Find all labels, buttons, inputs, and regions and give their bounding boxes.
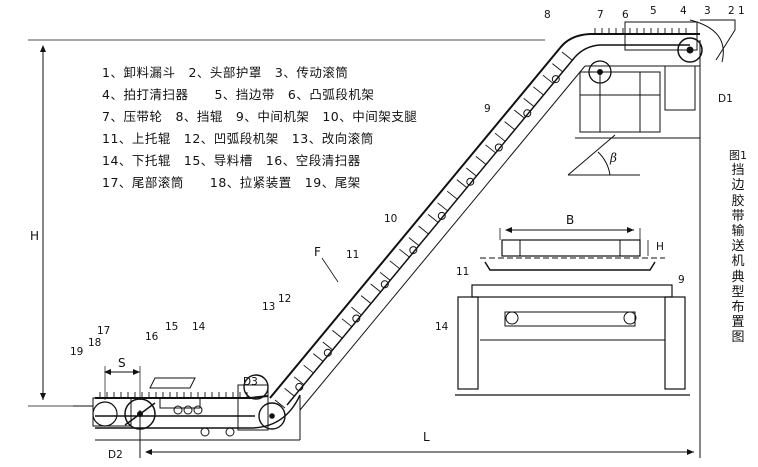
callout-n7: 7 xyxy=(597,9,604,21)
callout-n5: 5 xyxy=(650,5,657,17)
callout-n16: 16 xyxy=(145,331,159,343)
legend-line-4: 11、上托辊 12、凹弧段机架 13、改向滚筒 xyxy=(102,131,374,146)
bend-drum xyxy=(243,374,286,430)
s-dimension xyxy=(104,366,141,400)
idler-roller xyxy=(352,314,361,323)
idler-roller xyxy=(551,75,560,84)
callout-n4: 4 xyxy=(680,5,687,17)
callout-n15: 15 xyxy=(165,321,178,333)
idler-roller xyxy=(494,143,503,152)
tail-section xyxy=(73,377,301,441)
callout-n3: 3 xyxy=(704,5,711,17)
head-section xyxy=(575,19,736,139)
width-b-label: B xyxy=(566,213,574,227)
callout-n9: 9 xyxy=(484,103,491,115)
tail-drum xyxy=(92,398,156,430)
legend-line-1: 1、卸料漏斗 2、头部护罩 3、传动滚筒 xyxy=(102,65,349,80)
idler-roller xyxy=(295,382,304,391)
idler-roller xyxy=(523,109,532,118)
beta-angle xyxy=(567,134,640,176)
callout-n17: 17 xyxy=(97,325,110,337)
d1-label: D1 xyxy=(718,93,733,105)
drive-drum xyxy=(588,37,703,84)
conveyor-frame xyxy=(95,28,700,429)
height-label: H xyxy=(30,229,39,243)
callout-n13: 13 xyxy=(262,301,275,313)
callout-n19: 19 xyxy=(70,346,83,358)
idler-roller xyxy=(409,246,418,255)
f-leader xyxy=(321,257,339,283)
idler-roller xyxy=(437,211,446,220)
callout-sec9: 9 xyxy=(678,274,685,286)
callout-n14: 14 xyxy=(192,321,206,333)
callout-n12: 12 xyxy=(278,293,291,305)
callout-n6: 6 xyxy=(622,9,629,21)
callout-sec14: 14 xyxy=(435,321,449,333)
legend-line-6: 17、尾部滚筒 18、拉紧装置 19、尾架 xyxy=(102,175,361,190)
cross-section-view xyxy=(455,227,690,396)
idler-roller xyxy=(323,348,332,357)
idler-roller xyxy=(466,177,475,186)
callout-n1: 1 xyxy=(738,5,745,17)
legend-line-2: 4、拍打清扫器 5、挡边带 6、凸弧段机架 xyxy=(102,87,375,102)
d2-label: D2 xyxy=(108,449,123,461)
legend-line-3: 7、压带轮 8、挡辊 9、中间机架 10、中间架支腿 xyxy=(102,109,418,124)
s-label: S xyxy=(118,356,126,370)
f-label: F xyxy=(314,245,321,259)
figure-number: 图1 xyxy=(729,149,747,162)
beta-label: β xyxy=(609,151,617,165)
d3-label: D3 xyxy=(243,376,258,388)
figure-title: 挡边胶带输送机典型布置图 xyxy=(731,163,745,346)
idler-roller xyxy=(380,280,389,289)
callout-n2: 2 xyxy=(728,5,735,17)
lower-idlers xyxy=(173,405,235,437)
figure-caption: 图1 挡边胶带输送机典型布置图 xyxy=(729,148,747,346)
height-h-label: H xyxy=(656,241,664,253)
length-label: L xyxy=(423,430,430,444)
callout-n10: 10 xyxy=(384,213,397,225)
callout-sec11: 11 xyxy=(456,266,469,278)
length-dimension xyxy=(139,40,701,458)
callout-n8: 8 xyxy=(544,9,551,21)
callout-n18: 18 xyxy=(88,337,101,349)
legend-line-5: 14、下托辊 15、导料槽 16、空段清扫器 xyxy=(102,153,361,168)
callout-n11: 11 xyxy=(346,249,359,261)
